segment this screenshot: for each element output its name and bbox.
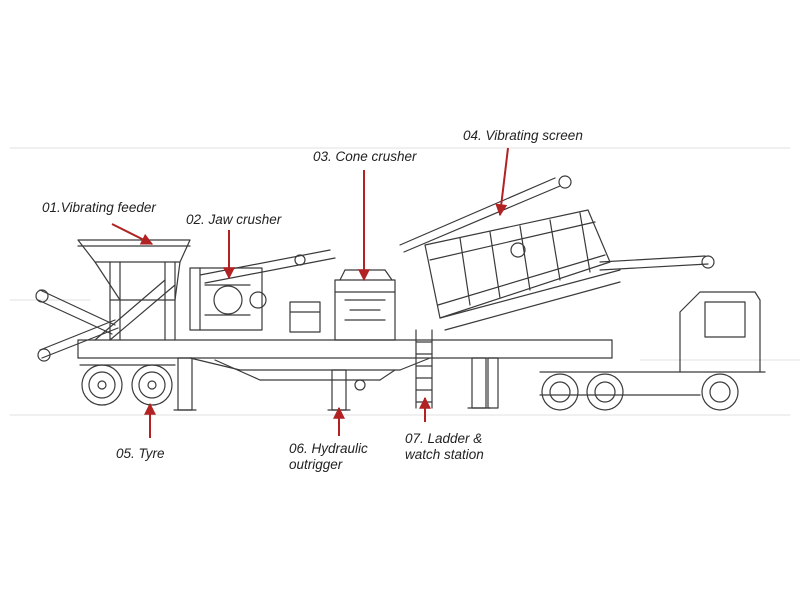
label-tyre: 05. Tyre — [116, 446, 165, 461]
arrow-vibrating-feeder — [111, 223, 154, 245]
transfer-conveyor — [199, 249, 336, 284]
tractor-truck-drawing — [539, 291, 766, 411]
label-vibrating-screen: 04. Vibrating screen — [463, 128, 583, 143]
ladder-drawing — [415, 329, 433, 409]
vibrating-screen-drawing — [399, 175, 621, 331]
label-hydraulic-outrigger: 06. Hydraulic outrigger — [289, 441, 368, 473]
label-jaw-crusher: 02. Jaw crusher — [186, 212, 282, 227]
label-ladder-line1: 07. Ladder & — [405, 431, 483, 446]
side-conveyors — [35, 289, 119, 362]
tyres — [79, 364, 176, 406]
cone-crusher-drawing — [289, 269, 396, 341]
discharge-conveyor — [599, 255, 715, 271]
label-hydraulic-outrigger-line1: 06. Hydraulic — [289, 441, 368, 456]
vibrating-feeder-drawing — [77, 239, 191, 341]
jaw-crusher-drawing — [189, 267, 267, 331]
label-ladder-line2: watch station — [405, 447, 484, 462]
label-hydraulic-outrigger-line2: outrigger — [289, 457, 343, 472]
trailer-chassis — [77, 339, 613, 411]
label-cone-crusher: 03. Cone crusher — [313, 149, 417, 164]
label-ladder-watch-station: 07. Ladder & watch station — [405, 431, 484, 463]
background-sketch-lines — [9, 147, 801, 416]
arrow-vibrating-screen — [495, 147, 509, 217]
label-vibrating-feeder: 01.Vibrating feeder — [42, 200, 156, 215]
